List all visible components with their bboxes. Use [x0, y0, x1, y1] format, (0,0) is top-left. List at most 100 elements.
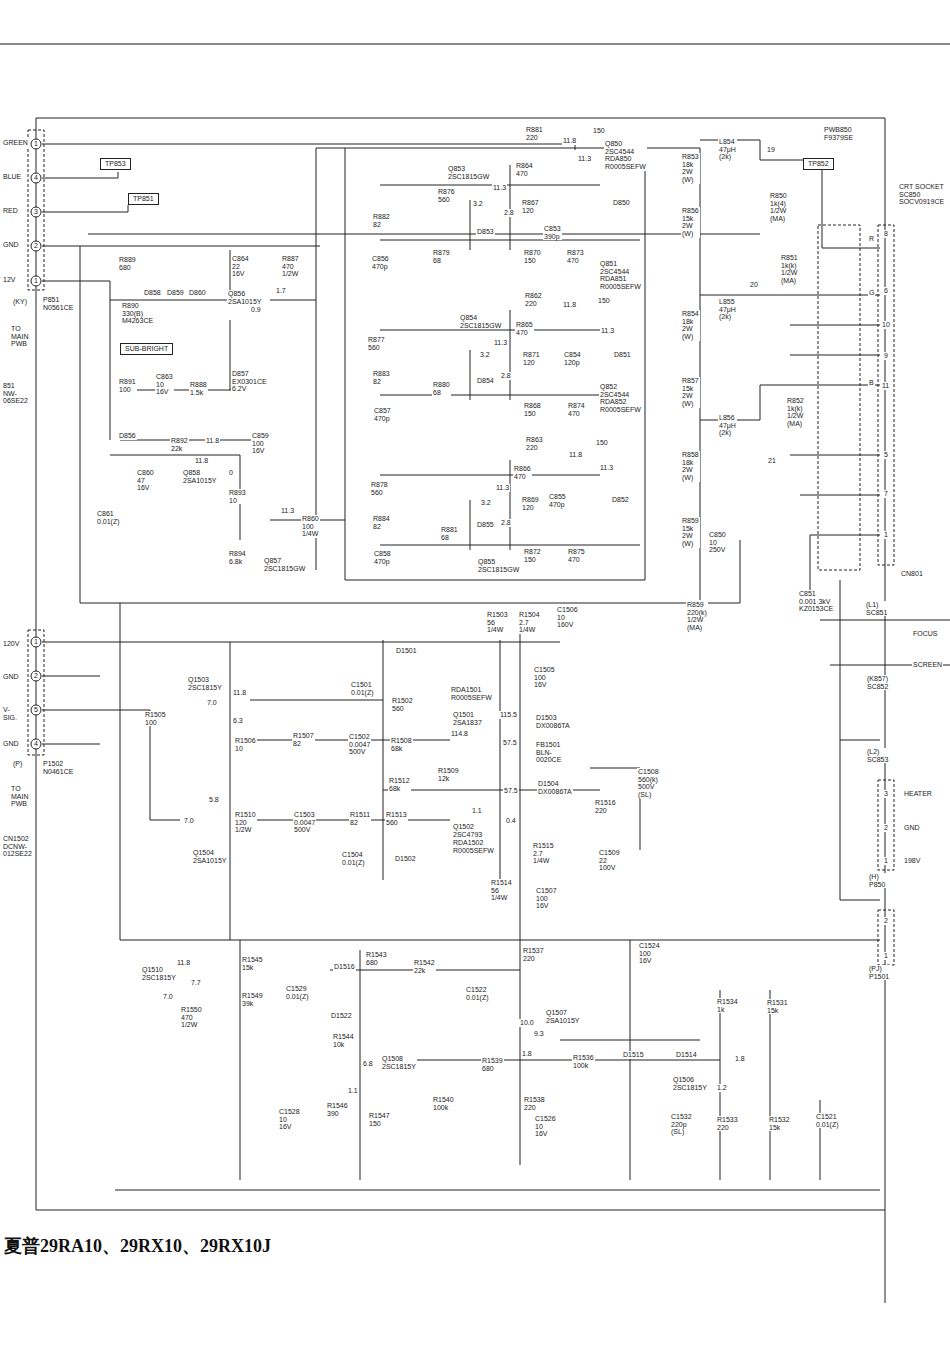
- component-label: C1503 0.0047 500V: [293, 811, 316, 834]
- component-label: D1501: [395, 647, 418, 655]
- component-label: 1: [883, 857, 889, 865]
- component-label: 1: [883, 952, 889, 960]
- box-label: TP853: [105, 160, 126, 168]
- component-label: R1511 82: [349, 811, 371, 826]
- component-label: FOCUS: [912, 630, 939, 638]
- component-label: D853: [476, 228, 495, 236]
- component-label: Q1510 2SC1815Y: [141, 966, 177, 981]
- component-label: C1505 100 16V: [533, 666, 556, 689]
- component-label: 11.3: [493, 339, 508, 347]
- component-label: R1510 120 1/2W: [234, 811, 257, 834]
- component-label: 0.4: [505, 817, 517, 825]
- component-label: RDA1502 R0005SEFW: [452, 839, 495, 854]
- component-label: C1528 10 16V: [278, 1108, 301, 1131]
- component-label: 7.0: [206, 699, 218, 707]
- component-label: 19: [766, 146, 776, 154]
- component-label: R860 100 1/4W: [301, 515, 320, 538]
- component-label: R888 1.5k: [189, 381, 208, 396]
- component-label: CN801: [900, 570, 924, 578]
- component-label: 11.8: [568, 451, 583, 459]
- component-label: TO MAIN PWB: [10, 325, 30, 348]
- component-label: R894 6.8k: [228, 550, 247, 565]
- component-label: C864 22 16V: [231, 255, 250, 278]
- component-label: 21: [767, 457, 777, 465]
- component-label: 1.1: [471, 807, 483, 815]
- component-label: 1: [883, 531, 889, 539]
- component-label: C1506 10 160V: [556, 606, 579, 629]
- component-label: R1532 15k: [768, 1116, 791, 1131]
- component-label: C859 100 16V: [251, 432, 270, 455]
- box-label: TP852: [808, 160, 829, 168]
- test-point-box: TP853: [100, 158, 131, 170]
- component-label: L854 47μH (2k): [718, 138, 737, 161]
- component-label: P1502 N0461CE: [42, 760, 74, 775]
- component-label: Q1504 2SA1015Y: [192, 849, 227, 864]
- component-label: D1504 DX0086TA: [537, 780, 573, 795]
- component-label: R1538 220: [523, 1096, 546, 1111]
- component-label: PWB850 F9379SE: [823, 126, 854, 141]
- component-label: R1503 56 1/4W: [486, 611, 509, 634]
- component-label: C863 10 16V: [155, 373, 174, 396]
- component-label: R1505 100: [144, 711, 167, 726]
- component-label: R872 150: [523, 548, 542, 563]
- component-label: R868 150: [523, 402, 542, 417]
- component-label: HEATER: [903, 790, 933, 798]
- component-label: 57.5: [503, 787, 519, 795]
- component-label: C854 120p: [563, 351, 582, 366]
- component-label: D1502: [394, 855, 417, 863]
- component-label: (KY): [12, 298, 28, 306]
- component-label: Q1502 2SC4793: [452, 823, 483, 838]
- component-label: R1508 68k: [390, 737, 413, 752]
- component-label: R1550 470 1/2W: [180, 1006, 203, 1029]
- component-label: Q857 2SC1815GW: [263, 557, 306, 572]
- component-label: 851 NW- 06SE22: [2, 382, 29, 405]
- component-label: 2.8: [503, 209, 515, 217]
- component-label: 0: [228, 469, 234, 477]
- component-label: 1: [33, 638, 39, 646]
- component-label: R875 470: [567, 548, 586, 563]
- component-label: 9: [883, 352, 889, 360]
- component-label: R859 220(k) 1/2W (MA): [686, 601, 708, 632]
- component-label: 11.3: [495, 484, 510, 492]
- caption: 夏普29RA10、29RX10、29RX10J: [4, 1236, 271, 1258]
- component-label: R1536 100k: [572, 1054, 595, 1069]
- component-label: R852 1k(k) 1/2W (MA): [786, 397, 805, 428]
- component-label: B: [868, 379, 875, 387]
- component-label: 11.8: [562, 301, 577, 309]
- component-label: D852: [611, 496, 630, 504]
- component-label: R1506 10: [234, 737, 257, 752]
- component-label: Q854 2SC1815GW: [459, 314, 502, 329]
- component-label: R881 68: [440, 526, 459, 541]
- component-label: C1509 22 100V: [598, 849, 621, 872]
- component-label: R867 120: [521, 199, 540, 214]
- component-label: D860: [188, 289, 207, 297]
- component-label: 2: [883, 824, 889, 832]
- component-label: 11.8: [176, 959, 191, 967]
- component-label: R850 1k(4) 1/2W (MA): [769, 192, 788, 223]
- component-label: 2: [33, 242, 39, 250]
- component-label: R1537 220: [522, 947, 545, 962]
- component-label: R863 220: [525, 436, 544, 451]
- component-label: 11.3: [600, 327, 615, 335]
- component-label: R1543 680: [365, 951, 388, 966]
- component-label: TO MAIN PWB: [10, 785, 30, 808]
- component-label: R866 470: [513, 465, 532, 480]
- component-label: C860 47 16V: [136, 469, 155, 492]
- component-label: CN1502 DCNW- 012SE22: [2, 835, 33, 858]
- component-label: D850: [612, 199, 631, 207]
- component-label: 3: [33, 208, 39, 216]
- component-label: V-SIG.: [2, 706, 18, 721]
- component-label: 5: [33, 706, 39, 714]
- component-label: Q853 2SC1815GW: [447, 165, 490, 180]
- component-label: 150: [595, 439, 609, 447]
- component-label: 1.8: [734, 1055, 746, 1063]
- component-label: (P): [12, 760, 23, 768]
- component-label: R853 18k 2W (W): [681, 153, 700, 184]
- component-label: C855 470p: [548, 493, 567, 508]
- component-label: C857 470p: [373, 407, 392, 422]
- component-label: 10.0: [519, 1019, 535, 1027]
- component-label: R: [868, 235, 875, 243]
- component-label: R1546 390: [326, 1102, 349, 1117]
- component-label: C1508 560(k) 500V (SL): [637, 768, 660, 799]
- component-label: 5.8: [208, 796, 220, 804]
